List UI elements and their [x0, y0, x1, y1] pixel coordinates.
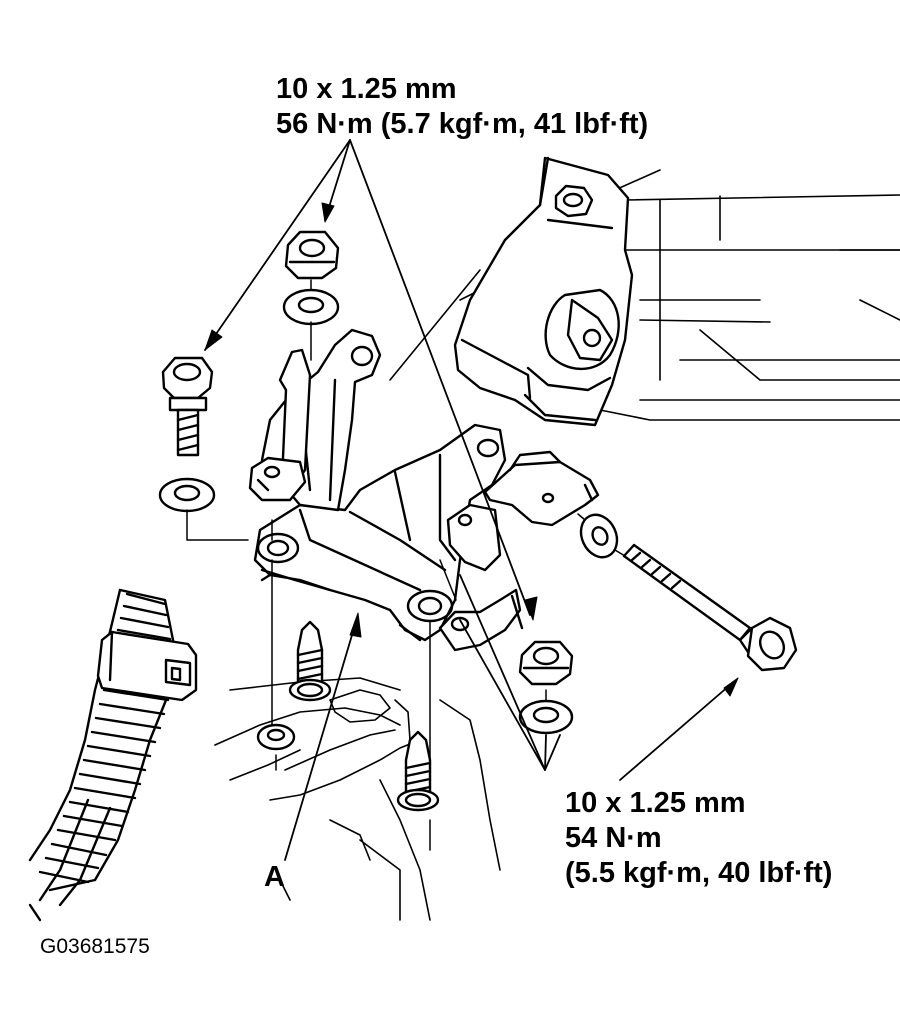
upper-washer	[284, 290, 338, 324]
upper-fastener-size: 10 x 1.25 mm	[276, 73, 457, 105]
through-bolt	[624, 545, 796, 670]
through-bolt-size: 10 x 1.25 mm	[565, 787, 746, 819]
through-bolt-washer	[574, 509, 623, 563]
harness-clip-left	[250, 350, 310, 500]
stud-left	[290, 622, 330, 700]
left-flange-bolt	[163, 358, 212, 455]
harness-clamp	[98, 632, 196, 700]
upper-engine-mount	[455, 158, 632, 425]
assembly-guide-lines	[187, 280, 625, 850]
through-bolt-callout: 10 x 1.25 mm 54 N·m (5.5 kgf·m, 40 lbf·f…	[565, 786, 832, 891]
side-plate-bracket	[448, 452, 598, 570]
leader-lines	[205, 140, 730, 860]
figure-code: G03681575	[40, 935, 150, 958]
case-bolt-hole	[258, 725, 294, 749]
engine-block-background	[390, 170, 900, 420]
upper-fastener-callout: 10 x 1.25 mm 56 N·m (5.7 kgf·m, 41 lbf·f…	[276, 72, 648, 142]
left-washer	[160, 479, 214, 511]
lower-washer	[520, 701, 572, 733]
stud-right	[398, 732, 438, 810]
arrowheads	[205, 203, 738, 696]
through-bolt-torque: 54 N·m	[565, 822, 662, 854]
through-bolt-torque-alt: (5.5 kgf·m, 40 lbf·ft)	[565, 857, 833, 889]
lower-engine-case	[215, 678, 500, 920]
upper-flange-nut	[286, 232, 338, 278]
lower-flange-nut	[520, 642, 572, 684]
upper-mount-nut	[556, 186, 592, 216]
upper-fastener-torque: 56 N·m (5.7 kgf·m, 41 lbf·ft)	[276, 108, 649, 140]
part-label-a: A	[264, 861, 285, 893]
bracket-a	[255, 425, 505, 640]
